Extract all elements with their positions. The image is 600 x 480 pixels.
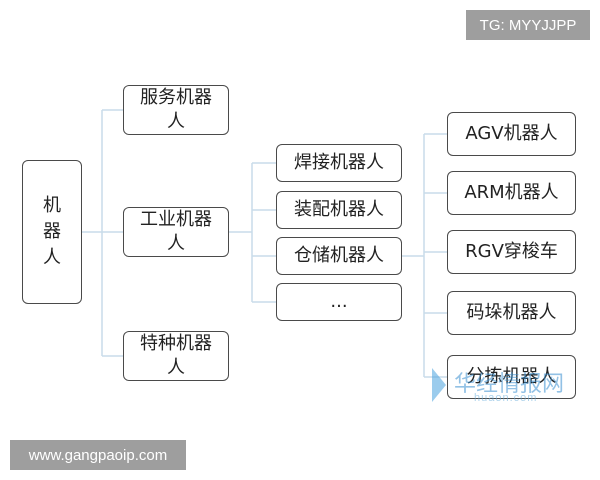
site-badge: www.gangpaoip.com [10, 440, 186, 470]
node-label: RGV穿梭车 [465, 241, 558, 262]
node-label: ARM机器人 [464, 182, 559, 203]
node-agv-robot: AGV机器人 [447, 112, 576, 156]
tg-text: TG: MYYJJPP [479, 16, 577, 34]
connector-industrial [229, 162, 276, 303]
node-label: 服务机器人 [140, 87, 212, 132]
node-welding-robot: 焊接机器人 [276, 144, 402, 182]
node-service-robot: 服务机器人 [123, 85, 229, 135]
node-label: 分拣机器人 [466, 366, 557, 387]
watermark-url: huaon.com [474, 392, 538, 404]
node-label: 工业机器人 [140, 209, 212, 254]
connector-root [82, 109, 123, 357]
node-rgv-shuttle: RGV穿梭车 [447, 230, 576, 274]
watermark-brand: 华经情报网 [454, 371, 565, 396]
node-label: 仓储机器人 [294, 245, 384, 266]
node-assembly-robot: 装配机器人 [276, 191, 402, 229]
node-label: ... [330, 291, 348, 312]
node-robot-label: 机器人 [43, 195, 61, 268]
tg-badge: TG: MYYJJPP [466, 10, 590, 40]
node-palletizing-robot: 码垛机器人 [447, 291, 576, 335]
connector-warehouse [402, 133, 447, 378]
node-label: 码垛机器人 [466, 302, 557, 323]
watermark: 华经情报网 huaon.com [432, 366, 582, 406]
node-sorting-robot: 分拣机器人 [447, 355, 576, 399]
node-label: AGV机器人 [465, 123, 558, 144]
site-text: www.gangpaoip.com [28, 446, 168, 464]
node-arm-robot: ARM机器人 [447, 171, 576, 215]
node-robot: 机器人 [22, 160, 82, 304]
node-label: 焊接机器人 [294, 152, 384, 173]
node-more: ... [276, 283, 402, 321]
node-label: 特种机器人 [140, 333, 212, 378]
node-special-robot: 特种机器人 [123, 331, 229, 381]
node-warehouse-robot: 仓储机器人 [276, 237, 402, 275]
watermark-logo-icon [432, 368, 446, 402]
node-industrial-robot: 工业机器人 [123, 207, 229, 257]
node-label: 装配机器人 [294, 199, 384, 220]
